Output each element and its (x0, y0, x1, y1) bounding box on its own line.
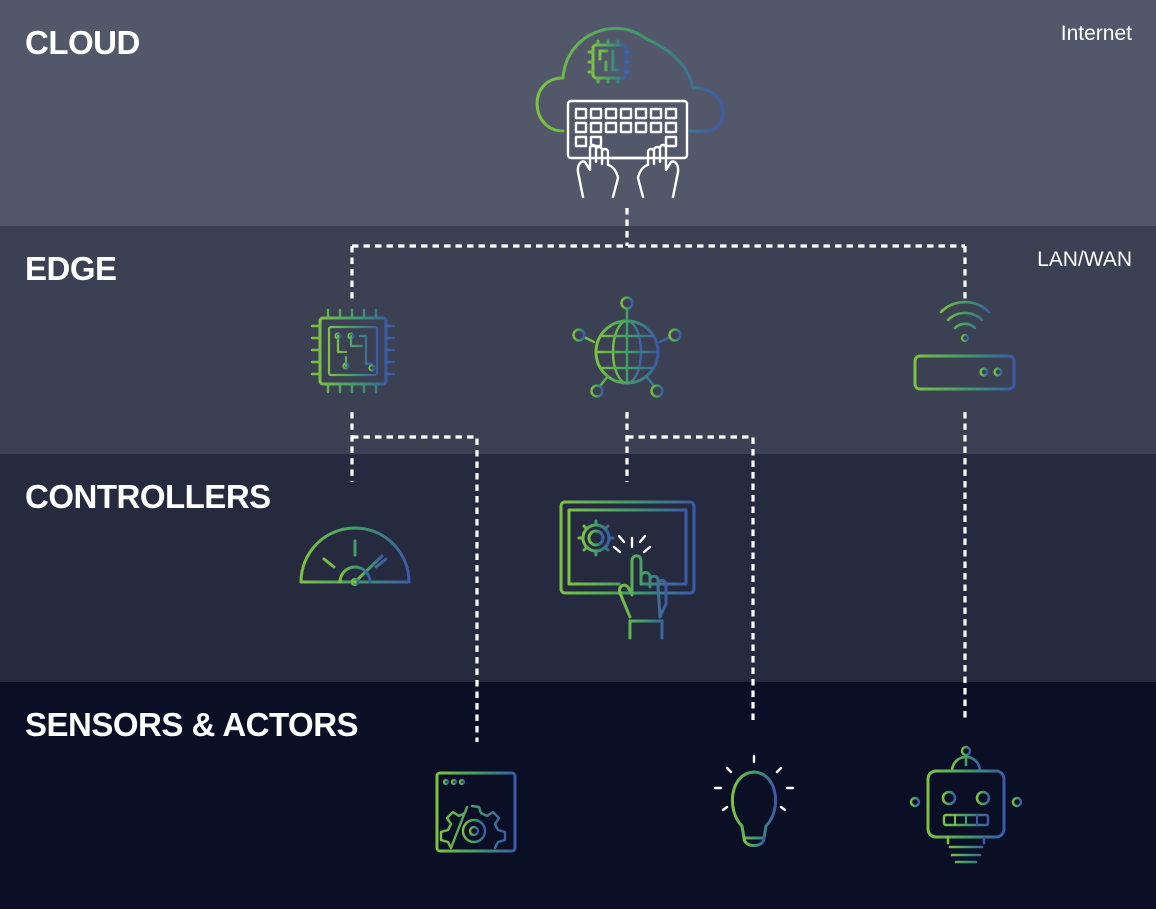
layer-cloud: CLOUD Internet (0, 0, 1156, 226)
layer-title-controllers: CONTROLLERS (25, 478, 271, 515)
connector-cloud-edge (350, 208, 967, 300)
layer-controllers: CONTROLLERS (0, 454, 1156, 682)
connector-chip-sensors (350, 412, 479, 742)
gauge-icon (299, 526, 411, 587)
layer-tag-lan-wan: LAN/WAN (1037, 248, 1132, 271)
lightbulb-icon (713, 754, 795, 847)
connectors (350, 208, 967, 742)
robot-icon (909, 745, 1023, 864)
globe-network-icon (572, 296, 682, 398)
cloud-keyboard-icon (535, 27, 725, 199)
layer-title-edge: EDGE (25, 250, 117, 287)
settings-window-icon (435, 771, 517, 853)
wifi-router-icon (913, 300, 1016, 391)
layer-tag-internet: Internet (1060, 22, 1132, 45)
layer-sensors-actors: SENSORS & ACTORS (0, 682, 1156, 909)
layer-title-sensors-actors: SENSORS & ACTORS (25, 706, 359, 743)
microchip-icon (310, 308, 396, 394)
layer-title-cloud: CLOUD (25, 24, 140, 61)
connector-globe-controllers (625, 412, 755, 720)
touchscreen-panel-icon (559, 500, 696, 640)
